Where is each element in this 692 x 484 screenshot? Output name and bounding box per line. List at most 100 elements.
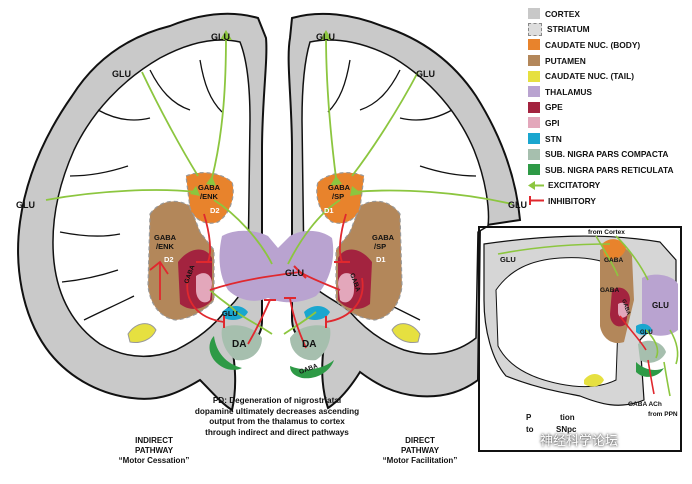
legend-item: CAUDATE NUC. (TAIL)	[528, 68, 688, 84]
legend-label: CAUDATE NUC. (BODY)	[545, 39, 641, 50]
indirect-subtitle: “Motor Cessation”	[118, 456, 190, 465]
da-left-label: DA	[232, 339, 246, 350]
legend-item: CAUDATE NUC. (BODY)	[528, 37, 688, 53]
glu-top-right-label: GLU	[316, 32, 335, 42]
legend-item: PUTAMEN	[528, 53, 688, 69]
legend-label: EXCITATORY	[548, 180, 601, 191]
legend-swatch	[528, 8, 540, 20]
snr-right	[290, 360, 334, 379]
excitatory-arrow-icon	[528, 180, 544, 190]
legend: CORTEX STRIATUM CAUDATE NUC. (BODY) PUTAMEN…	[528, 6, 688, 209]
inset-projection-label-3: tion	[560, 413, 575, 422]
inset-diagram: from Cortex GLU GABA GABA GABA GLU GLU G…	[483, 229, 679, 434]
direct-title: DIRECT	[405, 436, 435, 445]
gpi-right	[338, 273, 354, 303]
legend-item: STRIATUM	[528, 22, 688, 38]
inset-gaba-ach-label: GABA ACh	[628, 401, 662, 408]
legend-item: CORTEX	[528, 6, 688, 22]
inset-glu-left-label: GLU	[500, 255, 516, 264]
d1-top-label: D1	[324, 206, 334, 215]
inhibitory-bars	[196, 261, 350, 328]
legend-swatch	[528, 164, 540, 176]
legend-swatch	[528, 70, 540, 82]
enk-left-label: /ENK	[156, 242, 175, 251]
excitatory-pathways	[45, 35, 513, 335]
legend-label: INHIBITORY	[548, 195, 596, 206]
legend-label: STRIATUM	[547, 24, 590, 35]
indirect-pathway-note: INDIRECT PATHWAY “Motor Cessation”	[96, 436, 212, 466]
gaba-enk-top-label: GABA	[198, 183, 221, 192]
legend-item: GPE	[528, 100, 688, 116]
glu-mid-left-label: GLU	[16, 200, 35, 210]
inset-projection-label-4: SNpc	[556, 425, 577, 434]
legend-swatch	[528, 55, 540, 67]
direct-pathway-note: DIRECT PATHWAY “Motor Facilitation”	[358, 436, 482, 466]
inhibitory-pathways	[149, 213, 364, 349]
inset-projection-label-2: to	[526, 425, 534, 434]
inset-gaba-gp-label: GABA	[620, 299, 631, 316]
caudate-body-right	[316, 172, 365, 224]
caudate-tail-left	[127, 323, 157, 343]
legend-label: SUB. NIGRA PARS RETICULATA	[545, 164, 674, 175]
glu-top-left-label: GLU	[211, 32, 230, 42]
inset-glu-thal-label: GLU	[652, 301, 669, 310]
legend-label: SUB. NIGRA PARS COMPACTA	[545, 149, 669, 160]
legend-label: CORTEX	[545, 8, 580, 19]
glu-mid-right-label: GLU	[508, 200, 527, 210]
legend-swatch	[528, 22, 542, 36]
legend-label: GPE	[545, 102, 563, 113]
legend-swatch	[528, 148, 540, 160]
sp-right-label: /SP	[374, 242, 386, 251]
watermark: 神经科学论坛	[540, 434, 619, 449]
legend-item: SUB. NIGRA PARS COMPACTA	[528, 146, 688, 162]
excitatory-arrowheads	[190, 30, 362, 196]
d2-top-label: D2	[210, 206, 220, 215]
legend-item: EXCITATORY	[528, 178, 688, 194]
legend-label: STN	[545, 133, 562, 144]
inset-glu-stn-label: GLU	[640, 330, 653, 336]
legend-item: SUB. NIGRA PARS RETICULATA	[528, 162, 688, 178]
inset-from-ppn-label: from PPN	[648, 411, 678, 418]
glu-upper-left-label: GLU	[112, 69, 131, 79]
legend-label: THALAMUS	[545, 86, 592, 97]
inset-projection-label-1: P	[526, 413, 532, 422]
inhibitory-bar-icon	[529, 196, 544, 206]
inset-gaba-putamen-label: GABA	[600, 287, 619, 294]
legend-swatch	[528, 86, 540, 98]
indirect-title-2: PATHWAY	[134, 446, 174, 455]
right-sulci	[327, 59, 477, 321]
d2-left-label: D2	[164, 255, 174, 264]
gpi-left	[196, 273, 212, 303]
glu-center-label: GLU	[285, 268, 304, 278]
glu-stn-label: GLU	[222, 309, 238, 318]
caudate-tail-right	[391, 323, 421, 343]
da-right-label: DA	[302, 339, 316, 350]
legend-label: CAUDATE NUC. (TAIL)	[545, 71, 635, 82]
sp-top-label: /SP	[332, 192, 344, 201]
legend-item: GPI	[528, 115, 688, 131]
legend-item: INHIBITORY	[528, 193, 688, 209]
gaba-sp-right-label: GABA	[372, 233, 395, 242]
snc-left	[221, 325, 262, 361]
inset-frame	[478, 226, 682, 452]
legend-label: PUTAMEN	[545, 55, 586, 66]
legend-swatch	[528, 133, 540, 145]
pd-note: PD: Degeneration of nigrostriatal dopami…	[194, 396, 360, 437]
snr-left	[209, 336, 242, 370]
inset-gaba-top-label: GABA	[604, 257, 623, 264]
inset-from-cortex-label: from Cortex	[588, 229, 625, 236]
legend-swatch	[528, 101, 540, 113]
legend-swatch	[528, 117, 540, 129]
legend-item: STN	[528, 131, 688, 147]
indirect-title: INDIRECT	[135, 436, 173, 445]
d1-right-label: D1	[376, 255, 386, 264]
legend-item: THALAMUS	[528, 84, 688, 100]
enk-top-label: /ENK	[200, 192, 219, 201]
legend-swatch	[528, 39, 540, 51]
direct-subtitle: “Motor Facilitation”	[382, 456, 458, 465]
legend-label: GPI	[545, 117, 560, 128]
caudate-body-left	[185, 172, 234, 224]
gaba-enk-left-label: GABA	[154, 233, 177, 242]
left-sulci	[59, 59, 223, 321]
